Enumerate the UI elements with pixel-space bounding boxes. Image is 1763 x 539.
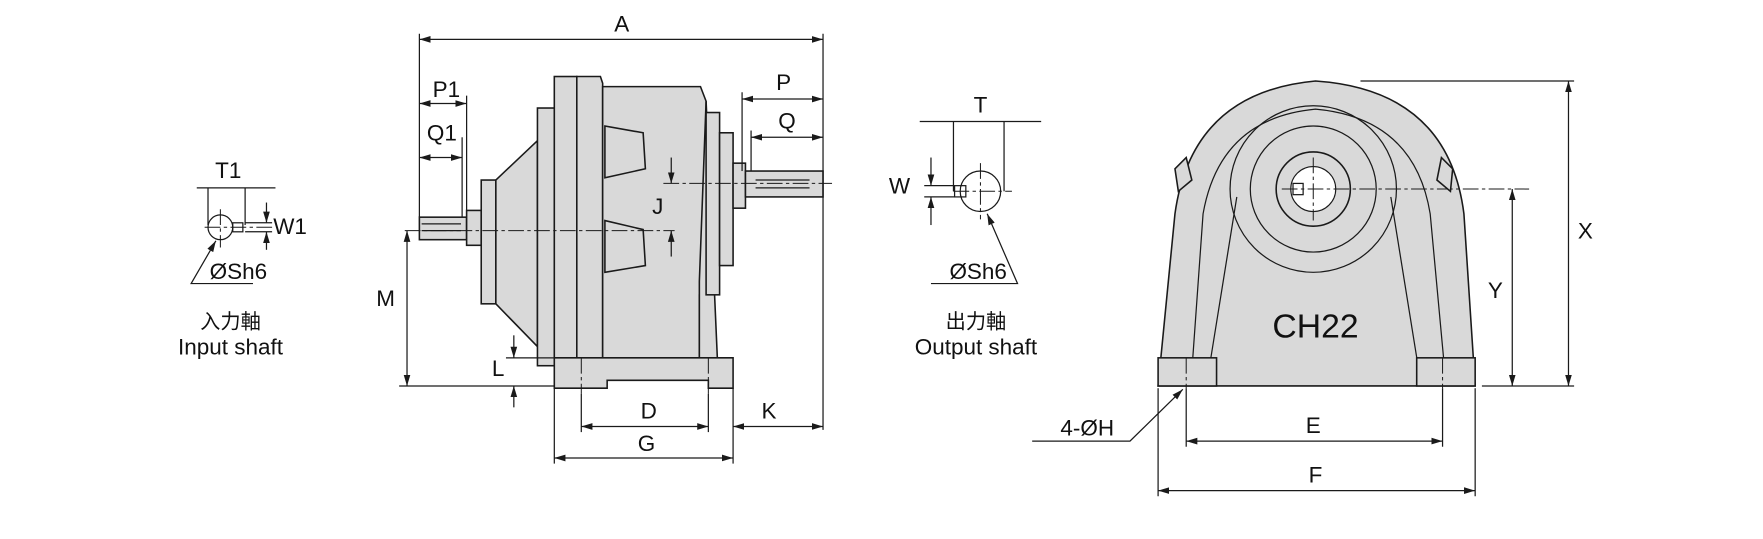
input-shaft-detail: T1 W1 ØSh6 入力軸 Input shaft — [178, 158, 307, 360]
output-shaft-label-en: Output shaft — [915, 334, 1038, 359]
dim-M: M — [376, 286, 395, 311]
dim-P1: P1 — [433, 77, 461, 102]
dim-A: A — [614, 11, 629, 36]
dim-T1: T1 — [215, 158, 241, 183]
input-diameter-leader — [190, 240, 253, 285]
dim-F: F — [1309, 463, 1323, 488]
front-view: CH22 X Y E F 4-ØH — [1032, 80, 1593, 497]
holes-label: 4-ØH — [1060, 415, 1114, 440]
dim-G: G — [638, 431, 655, 456]
dim-L: L — [492, 356, 505, 381]
dim-W: W — [889, 174, 911, 199]
input-shaft — [418, 216, 468, 241]
input-shaft-label-en: Input shaft — [178, 334, 284, 359]
output-shaft — [744, 170, 824, 198]
dim-T: T — [974, 93, 988, 118]
model-label: CH22 — [1272, 308, 1358, 346]
input-diameter-label: ØSh6 — [210, 259, 267, 284]
output-shaft-label-jp: 出力軸 — [946, 310, 1007, 334]
dim-X: X — [1578, 219, 1593, 244]
dim-K: K — [762, 399, 777, 424]
dim-D: D — [641, 399, 657, 424]
dim-E: E — [1306, 413, 1321, 438]
dim-Q1: Q1 — [427, 121, 457, 146]
housing-front — [1157, 80, 1477, 387]
dim-Q: Q — [778, 108, 795, 133]
output-shaft-detail: T W ØSh6 出力軸 Output shaft — [889, 93, 1042, 359]
output-diameter-label: ØSh6 — [949, 259, 1006, 284]
dim-P: P — [776, 70, 791, 95]
dim-Y: Y — [1488, 278, 1503, 303]
dim-W1: W1 — [273, 214, 307, 239]
input-shaft-label-jp: 入力軸 — [200, 310, 261, 334]
side-view: A P1 Q1 P Q J M L D G K — [376, 11, 833, 464]
dim-J: J — [652, 194, 663, 219]
